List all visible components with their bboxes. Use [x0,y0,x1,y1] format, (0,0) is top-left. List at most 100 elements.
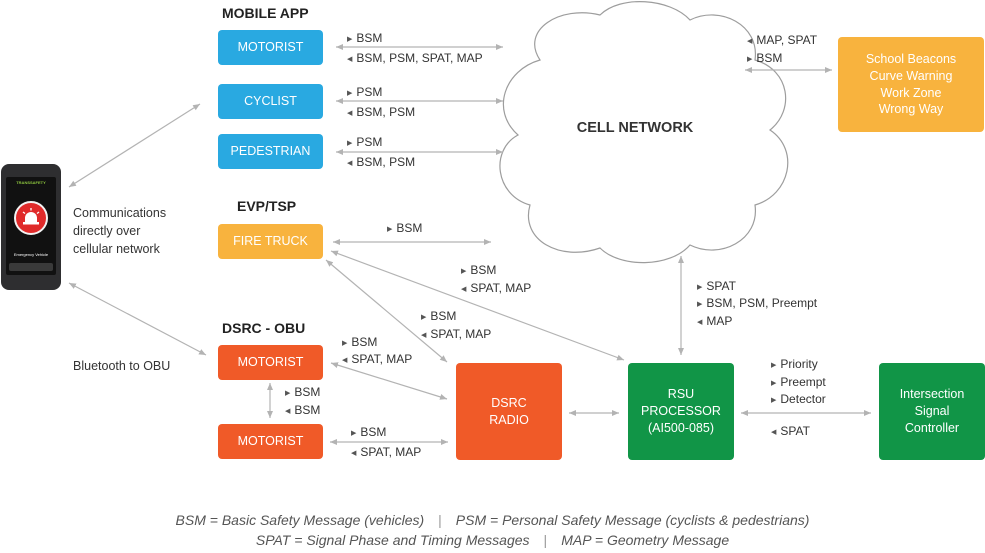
msg-label: ▶Priority [771,357,818,371]
phone-screen: TRANSSAFETY Emergency Vehicle [6,177,56,275]
phone-brand: TRANSSAFETY [16,180,46,185]
motorist-obu-box-1: MOTORIST [218,345,323,380]
phone-caption: Emergency Vehicle [13,252,49,257]
arrow-right-icon: ▶ [461,268,467,275]
intersection-line-1: Intersection [899,387,965,402]
legend-line-2: SPAT = Signal Phase and Timing Messages |… [0,532,985,548]
arrow-phone-obu [68,282,207,356]
legend-separator: | [543,532,548,548]
msg-label: ◀SPAT [771,424,810,438]
beacons-line-1: School Beacons [865,51,957,66]
school-beacons-box: School Beacons Curve Warning Work Zone W… [838,37,984,132]
heading-mobile-app: MOBILE APP [222,5,309,21]
msg-label: ▶BSM, PSM, Preempt [697,296,818,310]
arrow-left-icon: ◀ [461,286,467,293]
legend-spat: SPAT = Signal Phase and Timing Messages [255,532,530,548]
legend-bsm: BSM = Basic Safety Message (vehicles) [175,512,425,528]
dsrc-radio-line-2: RADIO [489,412,529,427]
msg-label: ◀SPAT, MAP [351,445,422,459]
msg-label: ▶BSM [747,51,783,65]
msg-label: ▶SPAT [697,279,736,293]
pedestrian-box: PEDESTRIAN [218,134,323,169]
msg-label: ▶BSM [347,31,383,45]
arrow-right-icon: ▶ [747,56,753,63]
arrow-right-icon: ▶ [387,226,393,233]
rsu-line-1: RSU [667,387,695,402]
dsrc-radio-line-1: DSRC [491,395,527,410]
legend-map: MAP = Geometry Message [561,532,730,548]
arrow-left-icon: ◀ [747,38,753,45]
msg-label: ◀BSM, PSM [347,105,416,119]
cellular-note-line-1: Communications [73,206,167,220]
msg-label: ▶BSM [285,385,321,399]
arrow-firetruck-radio [325,259,448,363]
beacons-line-3: Work Zone [880,85,942,100]
intersection-line-2: Signal [914,404,950,419]
arrow-left-icon: ◀ [421,332,427,339]
legend-line-1: BSM = Basic Safety Message (vehicles) | PS… [0,512,985,528]
beacons-line-2: Curve Warning [869,68,953,83]
arrow-right-icon: ▶ [347,140,353,147]
arrow-right-icon: ▶ [421,314,427,321]
arrow-left-icon: ◀ [347,110,353,117]
arrow-right-icon: ▶ [351,430,357,437]
arrow-right-icon: ▶ [697,301,703,308]
arrow-right-icon: ▶ [342,340,348,347]
arrow-right-icon: ▶ [771,362,777,369]
arrow-left-icon: ◀ [342,357,348,364]
arrow-right-icon: ▶ [347,36,353,43]
arrow-left-icon: ◀ [351,450,357,457]
msg-label: ◀BSM [285,403,321,417]
arrow-left-icon: ◀ [285,408,291,415]
arrow-left-icon: ◀ [771,429,777,436]
msg-label: ◀BSM, PSM [347,155,416,169]
msg-label: ▶Preempt [771,375,826,389]
dsrc-radio-box: DSRC RADIO [456,363,562,460]
msg-label: ▶BSM [387,221,423,235]
cell-network-label: CELL NETWORK [576,120,694,136]
msg-label: ◀BSM, PSM, SPAT, MAP [347,51,483,65]
smartphone-icon: TRANSSAFETY Emergency Vehicle [1,164,61,290]
heading-evp-tsp: EVP/TSP [237,198,297,214]
arrow-obu1-radio [330,362,448,400]
arrow-left-icon: ◀ [697,319,703,326]
msg-label: ▶PSM [347,85,383,99]
msg-label: ◀SPAT, MAP [461,281,532,295]
legend-psm: PSM = Personal Safety Message (cyclists … [455,512,810,528]
arrow-right-icon: ▶ [285,390,291,397]
motorist-app-box: MOTORIST [218,30,323,65]
msg-label: ◀MAP [697,314,733,328]
cellular-note: Communications directly over cellular ne… [73,204,166,258]
rsu-line-2: PROCESSOR [641,404,721,419]
cellular-note-line-2: directly over [73,224,141,238]
cellular-note-line-3: cellular network [73,242,160,256]
arrow-right-icon: ▶ [771,397,777,404]
msg-label: ◀SPAT, MAP [421,327,492,341]
rsu-line-3: (AI500-085) [647,420,714,435]
arrow-phone-cyclist [68,103,201,188]
bluetooth-note: Bluetooth to OBU [73,359,171,373]
msg-label: ◀MAP, SPAT [747,33,818,47]
phone-control-bar [9,263,53,271]
intersection-controller-box: Intersection Signal Controller [879,363,985,460]
motorist-obu-box-2: MOTORIST [218,424,323,459]
rsu-processor-box: RSU PROCESSOR (AI500-085) [628,363,734,460]
arrow-right-icon: ▶ [771,380,777,387]
cell-network-cloud [499,1,789,264]
intersection-line-3: Controller [904,420,960,435]
msg-label: ◀SPAT, MAP [342,352,413,366]
alert-siren-icon [14,201,48,235]
legend-separator: | [438,512,442,528]
msg-label: ▶Detector [771,392,826,406]
fire-truck-box: FIRE TRUCK [218,224,323,259]
msg-label: ▶BSM [421,309,457,323]
msg-label: ▶BSM [342,335,378,349]
msg-label: ▶BSM [351,425,387,439]
arrow-right-icon: ▶ [347,90,353,97]
msg-label: ▶BSM [461,263,497,277]
msg-label: ▶PSM [347,135,383,149]
heading-dsrc-obu: DSRC - OBU [222,320,306,336]
arrow-left-icon: ◀ [347,160,353,167]
